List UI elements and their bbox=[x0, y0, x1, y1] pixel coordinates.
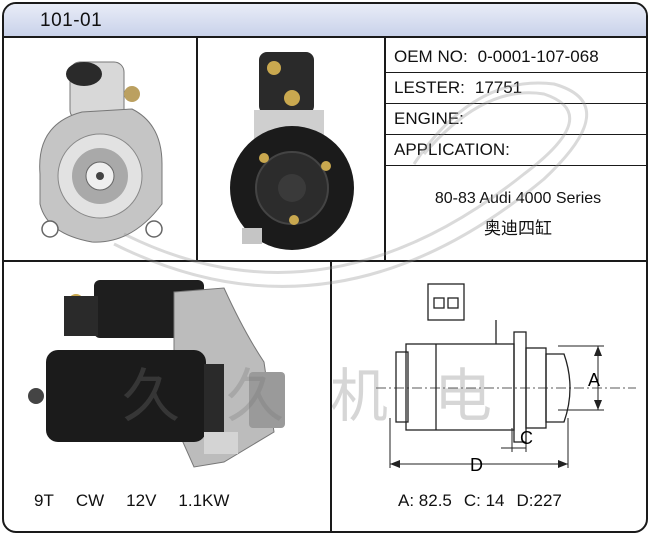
dimension-c-label: C bbox=[520, 428, 533, 448]
spec-application: APPLICATION: bbox=[386, 135, 646, 166]
divider-h-mid bbox=[4, 260, 646, 262]
part-number-title: 101-01 bbox=[40, 10, 103, 31]
application-vehicle-cn: 奥迪四缸 bbox=[484, 219, 552, 238]
spec-engine: ENGINE: bbox=[386, 104, 646, 135]
spec-lester-value: 17751 bbox=[474, 78, 523, 97]
dimension-a-label: A bbox=[588, 370, 600, 390]
dimension-d: D:227 bbox=[516, 491, 562, 510]
dimension-d-label: D bbox=[470, 455, 483, 475]
ratings: 9T CW 12V 1.1KW bbox=[34, 491, 251, 511]
rating-teeth: 9T bbox=[34, 491, 54, 510]
divider-v-1 bbox=[196, 38, 198, 260]
divider-v-bottom bbox=[330, 260, 332, 531]
rating-rotation: CW bbox=[75, 491, 105, 510]
spec-application-label: APPLICATION: bbox=[394, 140, 510, 159]
dimension-values: A: 82.5 C: 14 D:227 bbox=[398, 491, 574, 511]
starter-side-photo bbox=[28, 280, 285, 468]
watermark-swoosh bbox=[113, 81, 589, 288]
spec-oem: OEM NO: 0-0001-107-068 bbox=[386, 42, 646, 73]
spec-engine-label: ENGINE: bbox=[394, 109, 464, 128]
watermark-text: 久久机电 bbox=[122, 362, 539, 430]
starter-rear-photo bbox=[230, 52, 354, 250]
spec-lester-label: LESTER: bbox=[394, 78, 465, 97]
rating-voltage: 12V bbox=[126, 491, 157, 510]
spec-oem-label: OEM NO: bbox=[394, 47, 468, 66]
spec-oem-value: 0-0001-107-068 bbox=[477, 47, 599, 66]
title-bar: 101-01 bbox=[4, 4, 646, 38]
dimension-drawing: A C D bbox=[376, 283, 636, 475]
application-vehicle: 80-83 Audi 4000 Series bbox=[434, 190, 602, 207]
dimension-a: A: 82.5 bbox=[398, 491, 452, 510]
starter-front-photo bbox=[39, 61, 163, 243]
rating-power: 1.1KW bbox=[178, 491, 230, 510]
divider-v-2 bbox=[384, 38, 386, 260]
dimension-c: C: 14 bbox=[463, 491, 505, 510]
spec-lester: LESTER: 17751 bbox=[386, 73, 646, 104]
